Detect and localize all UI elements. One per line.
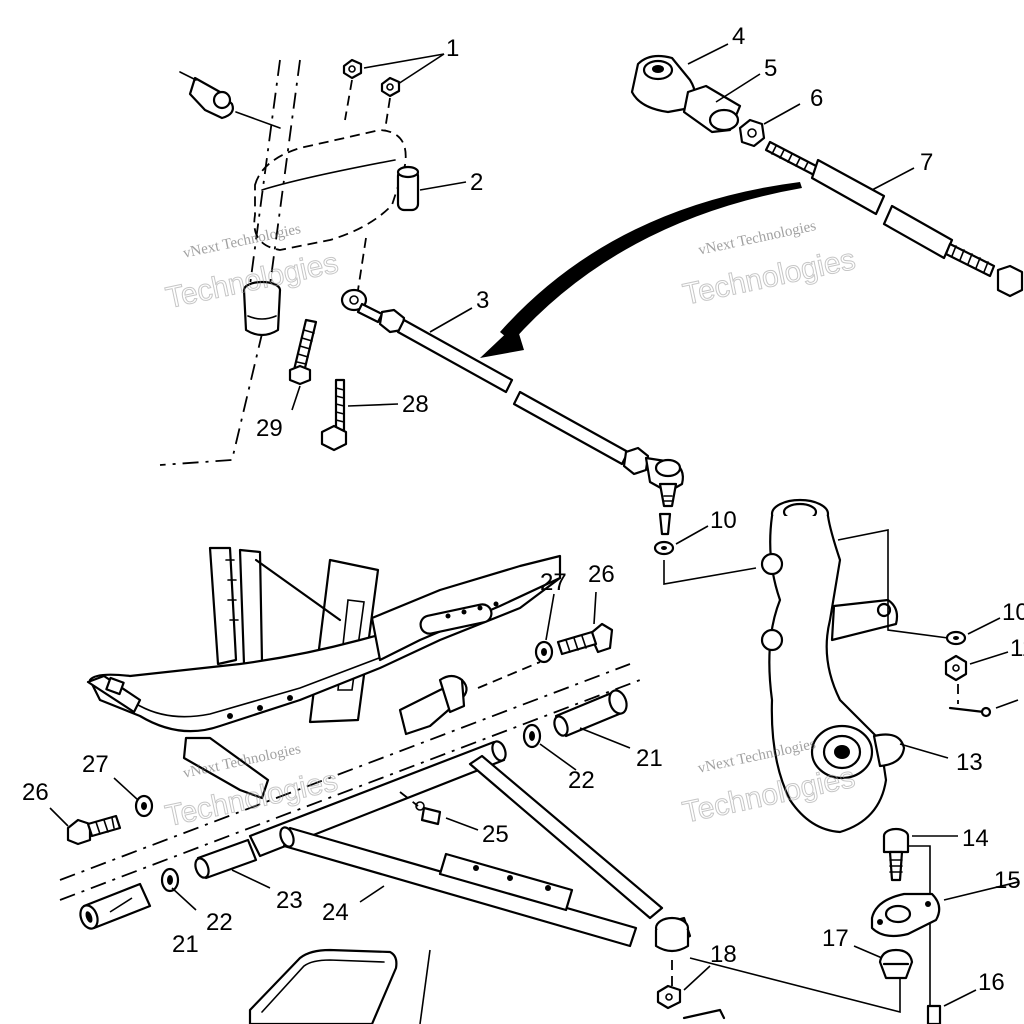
- callout-labels: 1 2 3 4 5 6 7 10 10 11 13 14 15 16 17 18…: [22, 23, 1024, 996]
- callout-2: 2: [470, 169, 483, 196]
- callout-27-upper: 27: [540, 569, 567, 596]
- callout-21-upper: 21: [636, 745, 663, 772]
- adjustable-tie-rod: [630, 54, 1024, 298]
- watermark-small-2: vNext Technologies: [697, 218, 818, 259]
- callout-15: 15: [994, 867, 1021, 894]
- callout-27-lower: 27: [82, 751, 109, 778]
- spindle: [663, 498, 949, 834]
- callout-23: 23: [276, 887, 303, 914]
- callout-1: 1: [446, 35, 459, 62]
- callout-25: 25: [482, 821, 509, 848]
- callout-11: 11: [1010, 635, 1024, 662]
- skid-plate: [248, 948, 398, 1024]
- pivot-hardware: [66, 622, 628, 930]
- frame: [86, 546, 562, 800]
- callout-21-lower: 21: [172, 931, 199, 958]
- callout-29: 29: [256, 415, 283, 442]
- callout-7: 7: [920, 149, 933, 176]
- callout-28: 28: [402, 391, 429, 418]
- direction-arrow: [480, 182, 802, 358]
- callout-4: 4: [732, 23, 745, 50]
- a-arm: [59, 663, 692, 953]
- callout-17: 17: [822, 925, 849, 952]
- callout-10-right: 10: [1002, 599, 1024, 626]
- callout-16: 16: [978, 969, 1005, 996]
- callout-3: 3: [476, 287, 489, 314]
- tie-rod: [340, 288, 684, 508]
- callout-22-lower: 22: [206, 909, 233, 936]
- callout-18: 18: [710, 941, 737, 968]
- callout-5: 5: [764, 55, 777, 82]
- callout-6: 6: [810, 85, 823, 112]
- leader-lines: [49, 43, 1019, 1007]
- callout-26-lower: 26: [22, 779, 49, 806]
- callout-26-upper: 26: [588, 561, 615, 588]
- callout-22-upper: 22: [568, 767, 595, 794]
- spindle-hardware: [653, 512, 992, 718]
- watermark-small-1: vNext Technologies: [182, 221, 303, 262]
- callout-14: 14: [962, 825, 989, 852]
- callout-10-left: 10: [710, 507, 737, 534]
- callout-24: 24: [322, 899, 349, 926]
- callout-13: 13: [956, 749, 983, 776]
- steering-post: [159, 58, 420, 466]
- ball-joint-hardware: [419, 827, 942, 1024]
